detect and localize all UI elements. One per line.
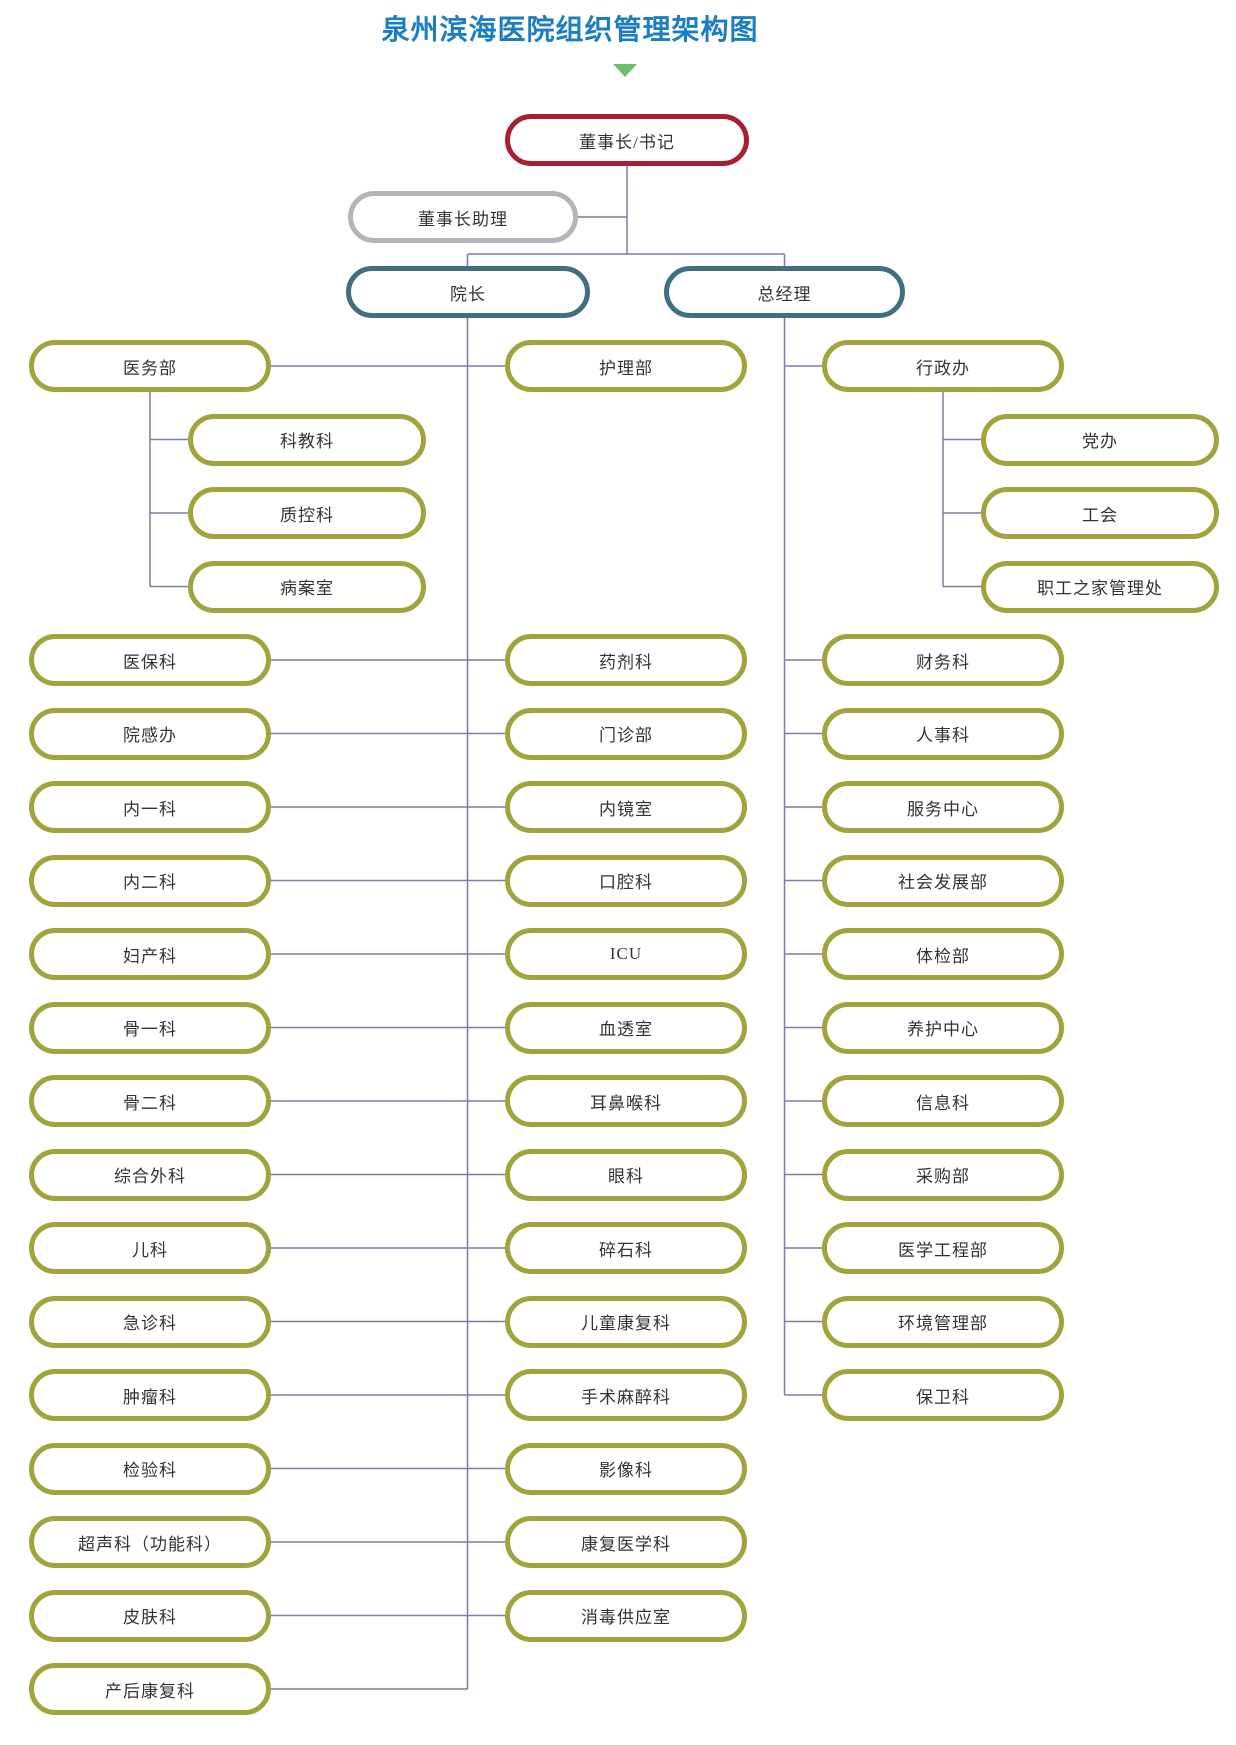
node-left-dept: 皮肤科 [29, 1589, 271, 1642]
node-middle-dept: 药剂科 [505, 634, 747, 686]
node-assistant: 董事长助理 [348, 191, 578, 243]
node-left-dept: 急诊科 [29, 1295, 271, 1348]
node-middle-dept: 眼科 [505, 1148, 747, 1201]
node-left-dept: 内一科 [29, 781, 271, 833]
node-middle-dept: 手术麻醉科 [505, 1369, 747, 1421]
node-left-dept: 肿瘤科 [29, 1369, 271, 1421]
node-middle-dept: 耳鼻喉科 [505, 1075, 747, 1127]
node-left-subdept: 质控科 [188, 487, 426, 539]
node-left-dept: 骨一科 [29, 1001, 271, 1054]
node-right-dept: 医学工程部 [822, 1222, 1064, 1274]
node-left-dept: 儿科 [29, 1222, 271, 1274]
node-right-dept: 人事科 [822, 707, 1064, 760]
node-right-subdept: 工会 [981, 487, 1219, 539]
node-chairman: 董事长/书记 [505, 114, 749, 166]
node-right-subdept: 党办 [981, 413, 1219, 466]
node-left-dept: 检验科 [29, 1442, 271, 1495]
node-left-subdept: 科教科 [188, 413, 426, 466]
node-left-subdept: 病案室 [188, 560, 426, 613]
node-general-manager: 总经理 [664, 266, 905, 318]
node-middle-dept: 血透室 [505, 1001, 747, 1054]
node-left-dept: 医务部 [29, 340, 271, 392]
node-middle-dept: ICU [505, 928, 747, 980]
node-left-dept: 医保科 [29, 634, 271, 686]
node-middle-dept: 护理部 [505, 340, 747, 392]
node-left-dept: 内二科 [29, 854, 271, 907]
node-left-dept: 院感办 [29, 707, 271, 760]
node-right-dept: 财务科 [822, 634, 1064, 686]
node-right-dept: 养护中心 [822, 1001, 1064, 1054]
node-right-dept: 采购部 [822, 1148, 1064, 1201]
node-left-dept: 骨二科 [29, 1075, 271, 1127]
node-dean: 院长 [346, 266, 590, 318]
node-left-dept: 产后康复科 [29, 1663, 271, 1715]
node-left-dept: 妇产科 [29, 928, 271, 980]
node-middle-dept: 门诊部 [505, 707, 747, 760]
node-middle-dept: 消毒供应室 [505, 1589, 747, 1642]
node-right-subdept: 职工之家管理处 [981, 560, 1219, 613]
node-right-dept: 体检部 [822, 928, 1064, 980]
node-right-dept: 环境管理部 [822, 1295, 1064, 1348]
node-left-dept: 超声科（功能科） [29, 1516, 271, 1568]
down-triangle-icon [613, 64, 637, 77]
node-right-dept: 服务中心 [822, 781, 1064, 833]
node-left-dept: 综合外科 [29, 1148, 271, 1201]
node-middle-dept: 康复医学科 [505, 1516, 747, 1568]
node-right-dept: 信息科 [822, 1075, 1064, 1127]
page-title: 泉州滨海医院组织管理架构图 [381, 14, 759, 45]
node-middle-dept: 内镜室 [505, 781, 747, 833]
node-middle-dept: 口腔科 [505, 854, 747, 907]
node-middle-dept: 影像科 [505, 1442, 747, 1495]
node-middle-dept: 碎石科 [505, 1222, 747, 1274]
node-right-dept: 保卫科 [822, 1369, 1064, 1421]
node-middle-dept: 儿童康复科 [505, 1295, 747, 1348]
node-right-dept: 社会发展部 [822, 854, 1064, 907]
node-right-dept: 行政办 [822, 340, 1064, 392]
